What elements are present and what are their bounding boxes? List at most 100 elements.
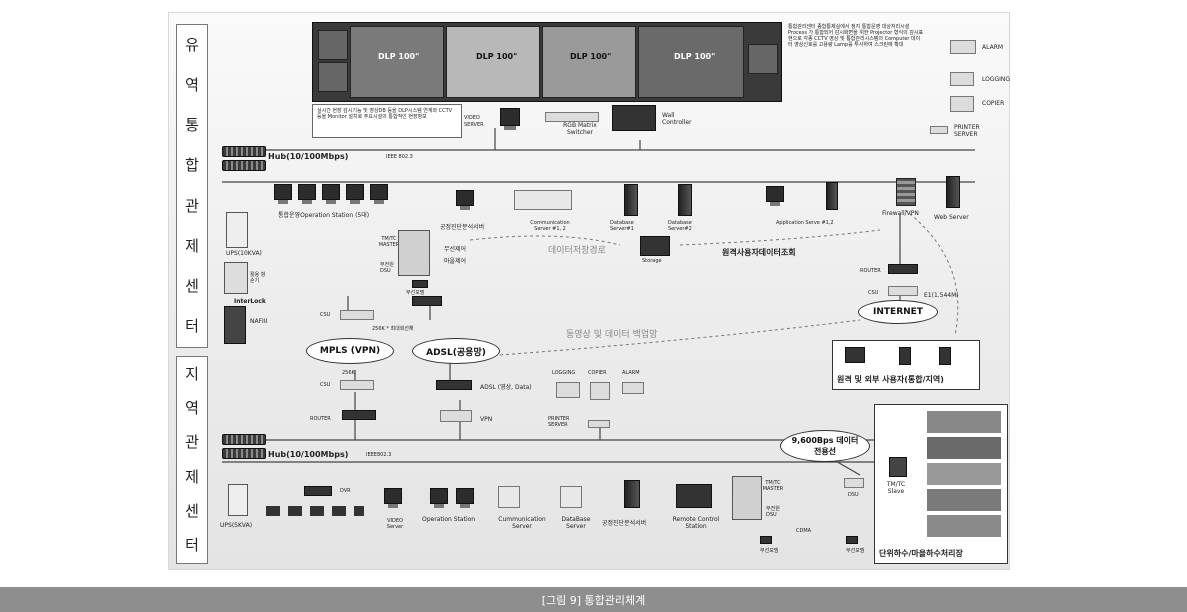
- firewall-label: Firewall/VPN: [882, 210, 919, 217]
- operation-station: [370, 184, 388, 200]
- dlp-screen: [446, 26, 540, 98]
- vpn-label: VPN: [480, 416, 492, 423]
- wan-csu-label: CSU: [320, 312, 330, 318]
- lower-modem-2: [846, 536, 858, 544]
- copier-label: COPIER: [982, 100, 1004, 107]
- e1-label: E1(1.544M): [924, 292, 959, 299]
- k256-label: 256K: [342, 370, 355, 376]
- lower-modem-1: [760, 536, 772, 544]
- camera-grid-icon: [748, 44, 778, 74]
- camera-grid-icon: [318, 30, 348, 60]
- dedicated-line-label: 9,600Bps 데이터전용선: [790, 435, 860, 457]
- hub-switch: [222, 434, 266, 445]
- switch-device: [224, 262, 248, 294]
- operation-station: [346, 184, 364, 200]
- dvr: [304, 486, 332, 496]
- ieee-label-upper: IEEE 802.3: [386, 154, 413, 160]
- remote-data-label: 원격사용자데이터조회: [722, 248, 796, 257]
- backup-label: 동영상 및 데이터 백업망: [566, 332, 657, 339]
- wan-router2: [342, 410, 376, 420]
- tmtc-slave-label: TM/TC Slave: [881, 481, 911, 495]
- village-control-label: 마을제어: [444, 258, 466, 265]
- pda-icon: [939, 347, 951, 365]
- regional-center-label: 유 역 통 합 관 제 센 터: [176, 24, 208, 348]
- lower-video-server-label: VIDEO Server: [382, 518, 408, 530]
- wan-csu2: [340, 380, 374, 390]
- router: [888, 264, 918, 274]
- operation-station: [322, 184, 340, 200]
- wall-controller-label: Wall Controller: [662, 112, 688, 126]
- lower-alarm-printer: [622, 382, 644, 394]
- lower-video-server: [384, 488, 402, 504]
- logging-printer: [950, 72, 974, 86]
- side-char: 관: [185, 435, 199, 450]
- side-char: 제: [185, 239, 199, 254]
- csu: [888, 286, 918, 296]
- monitor-note-text: 실시간 현장 감시기능 및 영상DB 등을 DLP시스템 연계와 CCTV 등을…: [317, 108, 457, 120]
- vpn-device: [440, 410, 472, 422]
- lower-db-server-label: DataBase Server: [556, 516, 596, 530]
- hub-switch: [222, 160, 266, 171]
- dlp-screen: [542, 26, 636, 98]
- radio-control-label: 무선제어: [444, 246, 466, 253]
- rgb-matrix-label: RGB Matrix Switcher: [560, 122, 600, 136]
- comm-server-label: Communication Server #1, 2: [530, 220, 570, 232]
- dlp-description: 통합관리센터 종합통제실에서 정지 통합운영 대상처리시설 Process 가 …: [786, 22, 926, 98]
- lower-tmtc-master-label: TM/TC MASTER: [762, 480, 784, 492]
- mpls-cloud: MPLS (VPN): [306, 338, 394, 364]
- side-char: 통: [185, 118, 199, 133]
- side-char: 역: [185, 78, 199, 93]
- storage-label: Storage: [642, 258, 662, 264]
- gis-server-label: 공정진단분석서버: [440, 224, 484, 231]
- app-server-tower: [826, 182, 838, 210]
- rgb-matrix-switcher: [545, 112, 599, 122]
- hub-label-lower: Hub(10/100Mbps): [268, 450, 348, 459]
- site-photo: [927, 411, 1001, 433]
- db-server-1: [624, 184, 638, 216]
- dlp-screen: [638, 26, 744, 98]
- lower-dsu: [844, 478, 864, 488]
- lower-gis-server: [624, 480, 640, 508]
- gis-server: [456, 190, 474, 206]
- router-label: ROUTER: [860, 268, 881, 274]
- video-server: [500, 108, 520, 126]
- dlp-label: DLP 100": [476, 52, 517, 61]
- monitor-note: 실시간 현장 감시기능 및 영상DB 등을 DLP시스템 연계와 CCTV 등을…: [312, 104, 462, 138]
- side-char: 터: [185, 319, 199, 334]
- side-char: 지: [185, 367, 199, 382]
- lower-operation-station-label: Operation Station: [422, 516, 475, 523]
- alarm-printer: [950, 40, 976, 54]
- lower-comm-server: [498, 486, 520, 508]
- nafiii-panel: [224, 306, 246, 344]
- side-char: 제: [185, 470, 199, 485]
- site-photo: [927, 463, 1001, 485]
- ups-10kva-label: UPS(10KVA): [226, 250, 262, 257]
- lower-modem-1-label: 무선모뎀: [760, 548, 778, 554]
- db-server-2: [678, 184, 692, 216]
- camera-grid-icon: [318, 62, 348, 92]
- side-char: 합: [185, 158, 199, 173]
- lower-operation-station: [430, 488, 448, 504]
- db-server-2-label: Database Server#2: [668, 220, 696, 232]
- lower-comm-server-label: Cummunication Server: [494, 516, 550, 530]
- alarm-label: ALARM: [982, 44, 1003, 51]
- pda-icon: [899, 347, 911, 365]
- printer-server: [930, 126, 948, 134]
- dlp-label: DLP 100": [378, 52, 419, 61]
- adsl-modem: [436, 380, 472, 390]
- tmtc-slave-device: [889, 457, 907, 477]
- dlp-label: DLP 100": [570, 52, 611, 61]
- printer-server-label: PRINTER SERVER: [954, 124, 984, 138]
- lower-logging-label: LOGGING: [552, 370, 575, 376]
- adsl-label: ADSL (영상, Data): [480, 384, 532, 391]
- lower-dsu-label: 무전원 DSU: [766, 506, 782, 518]
- side-char: 관: [185, 199, 199, 214]
- comm-server: [514, 190, 572, 210]
- site-photo: [927, 515, 1001, 537]
- wan-csu2-label: CSU: [320, 382, 330, 388]
- ups-10kva: [226, 212, 248, 248]
- hub-switch: [222, 146, 266, 157]
- hub-label-upper: Hub(10/100Mbps): [268, 152, 348, 161]
- cdma-label: CDMA: [796, 528, 811, 534]
- lower-printer-server: [588, 420, 610, 428]
